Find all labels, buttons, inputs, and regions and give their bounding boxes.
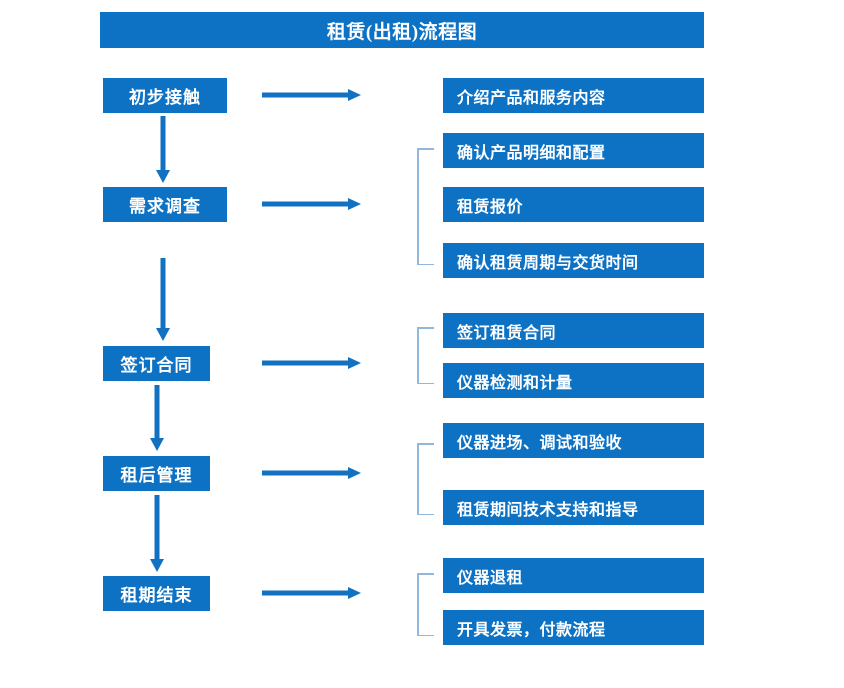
connector-arrow-down-4	[149, 495, 165, 573]
detail-box-3-2[interactable]: 仪器检测和计量	[443, 363, 704, 398]
detail-box-2-2[interactable]: 租赁报价	[443, 187, 704, 222]
stage-box-2[interactable]: 需求调查	[103, 187, 227, 222]
group-bracket-3	[417, 327, 434, 384]
detail-box-1-1[interactable]: 介绍产品和服务内容	[443, 78, 704, 113]
detail-box-5-1[interactable]: 仪器退租	[443, 558, 704, 593]
connector-arrow-right-4	[262, 466, 362, 480]
detail-box-4-2[interactable]: 租赁期间技术支持和指导	[443, 490, 704, 525]
stage-box-5[interactable]: 租期结束	[103, 576, 210, 611]
connector-arrow-down-1	[155, 116, 171, 184]
stage-box-3[interactable]: 签订合同	[103, 346, 210, 381]
detail-box-4-1[interactable]: 仪器进场、调试和验收	[443, 423, 704, 458]
connector-arrow-right-1	[262, 88, 362, 102]
stage-box-4[interactable]: 租后管理	[103, 456, 210, 491]
connector-arrow-down-2	[155, 258, 171, 342]
connector-arrow-right-2	[262, 197, 362, 211]
connector-arrow-down-3	[149, 385, 165, 452]
flowchart-title: 租赁(出租)流程图	[100, 12, 704, 48]
stage-box-1[interactable]: 初步接触	[103, 78, 227, 113]
group-bracket-5	[417, 573, 434, 636]
detail-box-2-3[interactable]: 确认租赁周期与交货时间	[443, 243, 704, 278]
detail-box-5-2[interactable]: 开具发票，付款流程	[443, 610, 704, 645]
group-bracket-2	[417, 148, 434, 265]
detail-box-2-1[interactable]: 确认产品明细和配置	[443, 133, 704, 168]
connector-arrow-right-3	[262, 356, 362, 370]
detail-box-3-1[interactable]: 签订租赁合同	[443, 313, 704, 348]
connector-arrow-right-5	[262, 586, 362, 600]
group-bracket-4	[417, 443, 434, 515]
